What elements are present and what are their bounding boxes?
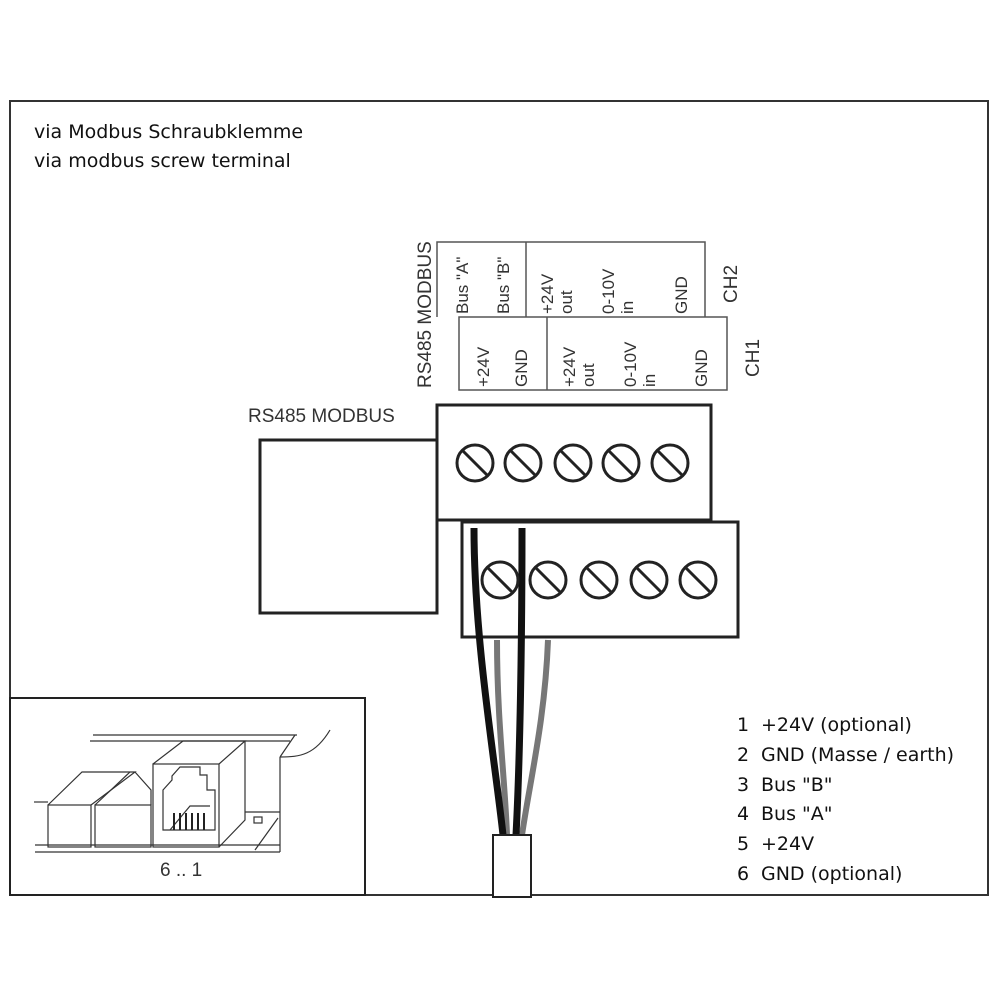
- ch1-label: CH1: [743, 339, 764, 377]
- title-en: via modbus screw terminal: [34, 150, 291, 172]
- pin-legend: 1 +24V (optional) 2 GND (Masse / earth) …: [737, 714, 954, 885]
- legend-num: 1: [737, 714, 749, 736]
- legend-text: Bus "B": [761, 774, 833, 796]
- legend-num: 3: [737, 774, 749, 796]
- screw-icon: [528, 560, 568, 600]
- title-de: via Modbus Schraubklemme: [34, 121, 303, 143]
- ch1-gnd-power: GND: [512, 349, 531, 387]
- legend-text: +24V: [761, 833, 814, 855]
- ch2-bus-a: Bus "A": [453, 257, 472, 314]
- screw-icon: [650, 443, 690, 483]
- screw-icon: [629, 560, 669, 600]
- screw-icon: [579, 560, 619, 600]
- ch2-in-1: 0-10V: [599, 268, 618, 314]
- ch1-in-2: in: [640, 374, 659, 387]
- ch2-out-1: +24V: [538, 273, 557, 314]
- ch2-gnd: GND: [672, 276, 691, 314]
- legend-num: 2: [737, 744, 749, 766]
- terminal-label-strip: [436, 241, 728, 391]
- rj-socket-inset: 6 .. 1: [9, 697, 366, 896]
- screw-icon: [503, 443, 543, 483]
- ch1-in-1: 0-10V: [621, 341, 640, 387]
- ch1-out-2: out: [579, 363, 598, 387]
- screw-icon: [480, 560, 520, 600]
- screw-icon: [678, 560, 718, 600]
- screw-icon: [601, 443, 641, 483]
- screw-icon: [553, 443, 593, 483]
- rj-pin-order: 6 .. 1: [160, 860, 202, 881]
- legend-num: 6: [737, 863, 749, 885]
- legend-text: Bus "A": [761, 803, 833, 825]
- ch2-out-2: out: [557, 290, 576, 314]
- rj-connector-body: [258, 438, 439, 615]
- ch1-gnd: GND: [692, 349, 711, 387]
- legend-num: 4: [737, 803, 749, 825]
- legend-text: GND (optional): [761, 863, 902, 885]
- cable-wires: [470, 527, 551, 836]
- cable-sheath: [492, 834, 532, 898]
- screw-icon: [455, 443, 495, 483]
- ch2-bus-b: Bus "B": [494, 257, 513, 314]
- ch1-24v: +24V: [474, 346, 493, 387]
- vertical-rs485-label: RS485 MODBUS: [415, 241, 436, 388]
- legend-num: 5: [737, 833, 749, 855]
- ch2-label: CH2: [721, 265, 742, 303]
- ch1-out-1: +24V: [560, 346, 579, 387]
- connector-label: RS485 MODBUS: [248, 406, 395, 427]
- legend-text: GND (Masse / earth): [761, 744, 954, 766]
- ch2-in-2: in: [618, 301, 637, 314]
- legend-text: +24V (optional): [761, 714, 912, 736]
